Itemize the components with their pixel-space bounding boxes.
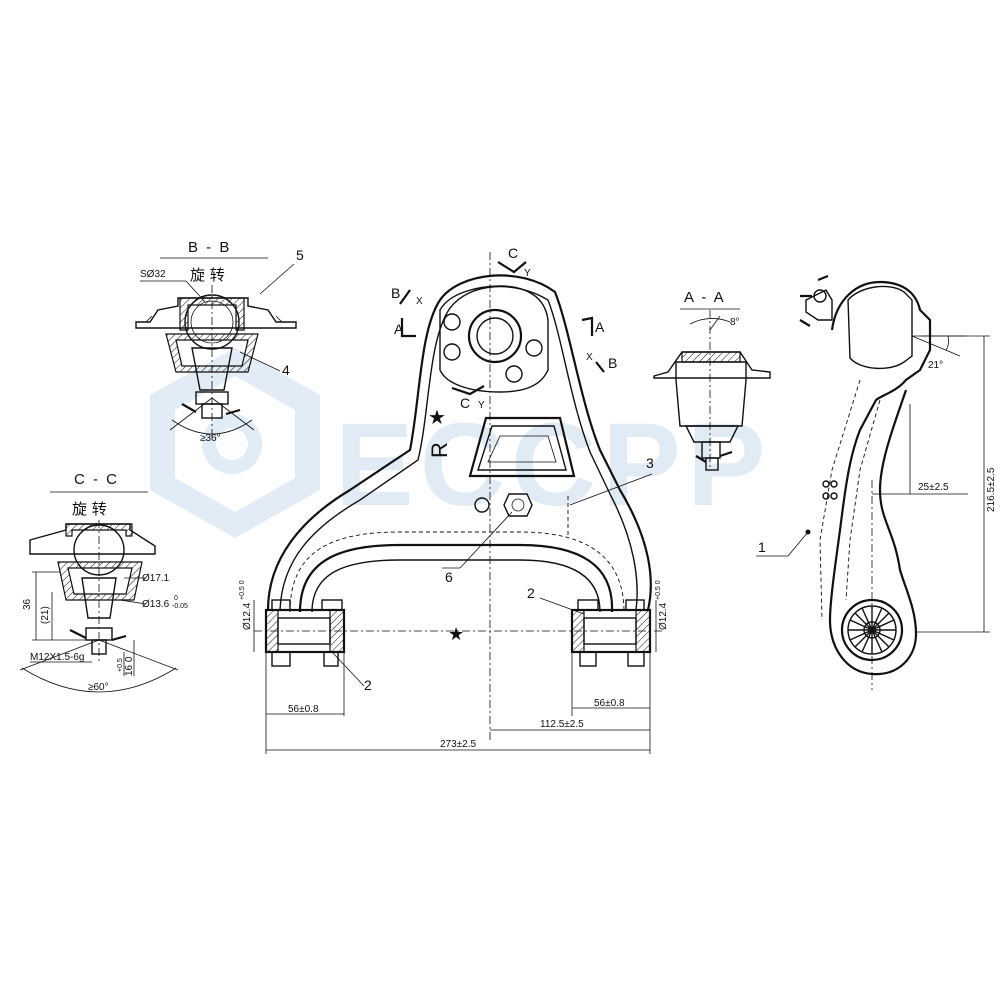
section-aa-title: A - A (684, 289, 726, 306)
callout-part4-bb: 4 (282, 362, 290, 378)
star-icon: ★ (448, 624, 464, 644)
cut-y-top: Y (524, 268, 531, 279)
section-cc-subtitle: 旋 转 (72, 500, 107, 518)
section-cc-tol-05: +0.5 (117, 658, 124, 672)
callout-part5-bb: 5 (296, 247, 304, 263)
section-cc-height-36: 36 (22, 598, 33, 610)
star-icon: ★ (428, 407, 446, 429)
section-bb: B - B 旋 转 SØ32 5 4 ≥36° (135, 239, 304, 444)
bore-left: Ø12.4 (242, 602, 253, 630)
section-bb-sphere-dim: SØ32 (140, 269, 166, 280)
callout-part6: 6 (445, 569, 453, 585)
section-bb-angle: ≥36° (200, 433, 221, 444)
section-cc: C - C 旋 转 36 (21) Ø17.1 Ø13.6 0 -0.05 M1… (19, 471, 188, 693)
bore-right-tol: +0.5 0 (655, 580, 662, 600)
cut-c-top: C (508, 245, 518, 261)
callout-part3: 3 (646, 455, 654, 471)
section-cc-height-21: (21) (40, 606, 51, 624)
cut-y-mid: Y (478, 400, 485, 411)
cut-b-right: B (608, 355, 617, 371)
cut-b-left: B (391, 285, 400, 301)
side-angle: 21° (928, 360, 943, 371)
section-aa: A - A 8° (653, 289, 771, 471)
section-bb-subtitle: 旋 转 (190, 266, 225, 284)
section-cc-dia-13: Ø13.6 (142, 599, 170, 610)
section-cc-dia-17: Ø17.1 (142, 573, 170, 584)
dim-216: 216.5±2.5 (986, 467, 997, 512)
bore-right: Ø12.4 (658, 602, 669, 630)
cut-a-right: A (595, 319, 605, 335)
section-cc-thread: M12X1.5-6g (30, 652, 84, 663)
section-cc-dia-13-tol-lower: -0.05 (172, 603, 188, 610)
bore-left-tol: +0.5 0 (239, 580, 246, 600)
watermark: ECCPP (150, 348, 772, 538)
section-cc-dia-13-tol-upper: 0 (174, 595, 178, 602)
dim-112: 112.5±2.5 (540, 719, 584, 730)
cut-c-mid: C (460, 395, 470, 411)
section-aa-angle: 8° (730, 317, 740, 328)
section-bb-title: B - B (188, 239, 231, 256)
side-view: 21° 216.5±2.5 25±2.5 1 (756, 274, 997, 690)
section-cc-16: 16 0 (124, 656, 135, 676)
callout-part1: 1 (758, 539, 766, 555)
cut-a-left: A (394, 321, 404, 337)
callout-part2-left: 2 (364, 677, 372, 693)
cut-x-right: X (586, 352, 593, 363)
cut-x-left: X (416, 296, 423, 307)
dim-56-left: 56±0.8 (288, 704, 319, 715)
dim-25: 25±2.5 (918, 482, 949, 493)
section-cc-angle: ≥60° (88, 682, 109, 693)
dim-56-right: 56±0.8 (594, 698, 625, 709)
watermark-text: ECCPP (335, 399, 772, 531)
front-view: B X A C Y C Y A X B ★ R ★ (239, 245, 669, 754)
dim-273: 273±2.5 (440, 739, 477, 750)
mark-r: R (427, 442, 452, 458)
callout-part2-right: 2 (527, 585, 535, 601)
section-cc-title: C - C (74, 471, 119, 488)
